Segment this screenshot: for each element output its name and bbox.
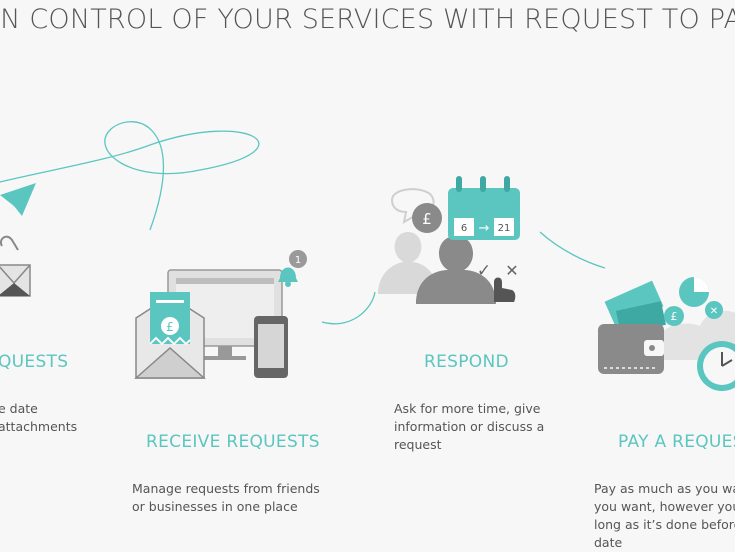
connector-swoop — [0, 121, 260, 231]
respond-illustration: £ 6 → 21 ✓ ✕ — [378, 176, 520, 304]
page-headline: IN CONTROL OF YOUR SERVICES WITH REQUEST… — [0, 4, 735, 35]
svg-text:£: £ — [422, 210, 432, 228]
paper-plane-icon — [0, 183, 36, 216]
step-receive-description: Manage requests from friends or business… — [132, 481, 320, 514]
calendar-from: 6 — [461, 223, 467, 234]
receive-illustration: 1 £ — [134, 250, 307, 379]
coin-pound-icon — [664, 306, 684, 326]
notification-count: 1 — [295, 255, 301, 266]
bell-icon — [278, 267, 298, 282]
step-respond-description: Ask for more time, give information or d… — [394, 401, 545, 452]
check-icon: ✓ — [477, 261, 491, 281]
calendar-to: 21 — [498, 223, 511, 234]
person-male-icon — [416, 236, 496, 304]
pay-illustration: £ ✕ — [598, 277, 735, 391]
arrow-right-icon: → — [479, 221, 490, 236]
step-pay-description: Pay as much as you want you want, howeve… — [594, 481, 735, 550]
paperclip-icon — [0, 235, 19, 251]
connector-receive-respond — [321, 291, 376, 325]
connector-lines — [0, 121, 606, 325]
send-illustration — [0, 183, 36, 297]
coin-cross-icon — [705, 301, 723, 319]
svg-text:£: £ — [671, 310, 678, 323]
step-respond-title: RESPOND — [424, 352, 509, 372]
wallet-icon — [598, 324, 664, 374]
pound-icon: £ — [166, 320, 174, 334]
cross-icon: ✕ — [505, 261, 518, 280]
connector-respond-pay — [539, 231, 606, 269]
step-send-description: e date attachments — [0, 401, 78, 434]
step-pay-title: PAY A REQUEST — [618, 432, 735, 452]
notification-badge — [289, 250, 307, 268]
person-female-icon — [378, 232, 438, 294]
pound-bubble — [412, 203, 442, 233]
step-receive-title: RECEIVE REQUESTS — [146, 432, 320, 452]
pointer-hand-icon — [494, 277, 516, 302]
step-send-title: QUESTS — [0, 352, 69, 372]
svg-text:✕: ✕ — [710, 306, 718, 317]
